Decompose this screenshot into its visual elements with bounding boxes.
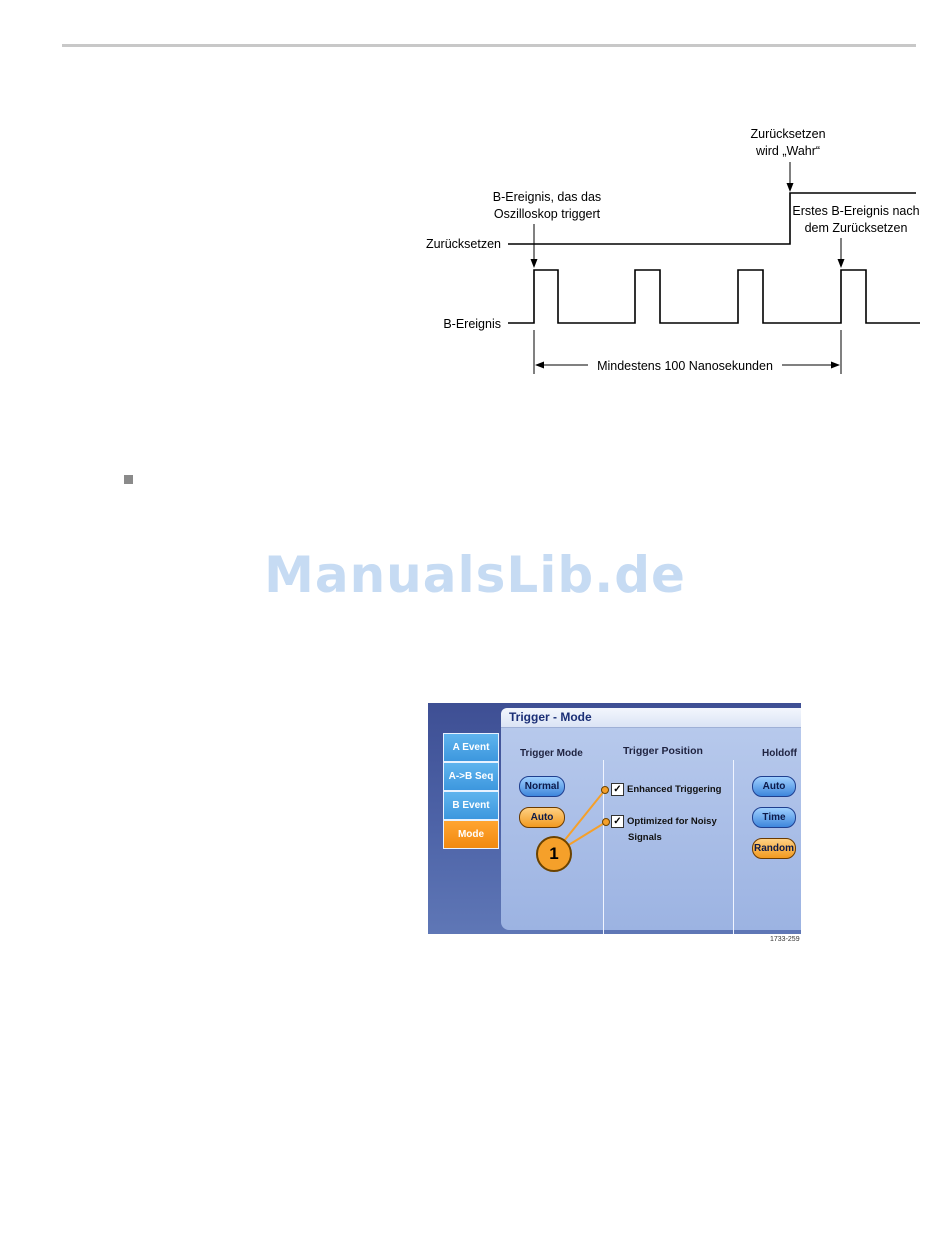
tab-mode[interactable]: Mode: [443, 820, 499, 849]
bullet-marker: [124, 475, 133, 484]
enhanced-triggering-row[interactable]: ✓ Enhanced Triggering: [611, 783, 722, 796]
panel-titlebar: Trigger - Mode: [501, 708, 801, 728]
timing-diagram: Zurücksetzen B-Ereignis B-Ereignis, das …: [426, 127, 920, 374]
column-divider: [603, 760, 604, 934]
callout-number: 1: [536, 836, 572, 872]
first-event-note-line1: Erstes B-Ereignis nach: [792, 204, 919, 218]
enhanced-triggering-label: Enhanced Triggering: [627, 784, 722, 795]
trigger-note-line1: B-Ereignis, das das: [493, 190, 601, 204]
trigger-mode-normal-button[interactable]: Normal: [519, 776, 565, 797]
trigger-note-line2: Oszilloskop triggert: [494, 207, 601, 221]
reset-true-note-line2: wird „Wahr“: [755, 144, 820, 158]
reset-waveform: [508, 192, 916, 245]
trigger-mode-auto-button[interactable]: Auto: [519, 807, 565, 828]
figure-id: 1733-259: [770, 936, 800, 943]
callout-leader-lines: [563, 786, 610, 847]
min-time-label: Mindestens 100 Nanosekunden: [597, 359, 773, 373]
first-event-note-line2: dem Zurücksetzen: [805, 221, 908, 235]
holdoff-auto-button[interactable]: Auto: [752, 776, 796, 797]
tab-b-event[interactable]: B Event: [443, 791, 499, 820]
b-event-waveform: [508, 269, 920, 324]
tab-a-b-seq[interactable]: A->B Seq: [443, 762, 499, 791]
holdoff-time-button[interactable]: Time: [752, 807, 796, 828]
watermark: ManualsLib.de: [264, 546, 686, 604]
reset-label: Zurücksetzen: [426, 237, 501, 251]
header-rule: [62, 44, 916, 47]
column-divider: [733, 760, 734, 934]
noisy-signals-label-line2: Signals: [628, 832, 662, 843]
b-event-label: B-Ereignis: [443, 317, 501, 331]
tab-a-event[interactable]: A Event: [443, 733, 499, 762]
panel-title: Trigger - Mode: [509, 710, 592, 724]
holdoff-title: Holdoff: [762, 748, 797, 759]
enhanced-triggering-checkbox[interactable]: ✓: [611, 783, 624, 796]
panel-body: Trigger Mode Trigger Position Holdoff No…: [501, 728, 801, 934]
reset-true-note-line1: Zurücksetzen: [750, 127, 825, 141]
noisy-signals-row[interactable]: ✓ Optimized for Noisy: [611, 815, 717, 828]
trigger-mode-title: Trigger Mode: [520, 748, 583, 759]
noisy-signals-label: Optimized for Noisy: [627, 816, 717, 827]
trigger-mode-screenshot: Trigger - Mode Trigger Mode Trigger Posi…: [428, 703, 801, 934]
holdoff-random-button[interactable]: Random: [752, 838, 796, 859]
trigger-position-title: Trigger Position: [623, 745, 703, 757]
noisy-signals-checkbox[interactable]: ✓: [611, 815, 624, 828]
